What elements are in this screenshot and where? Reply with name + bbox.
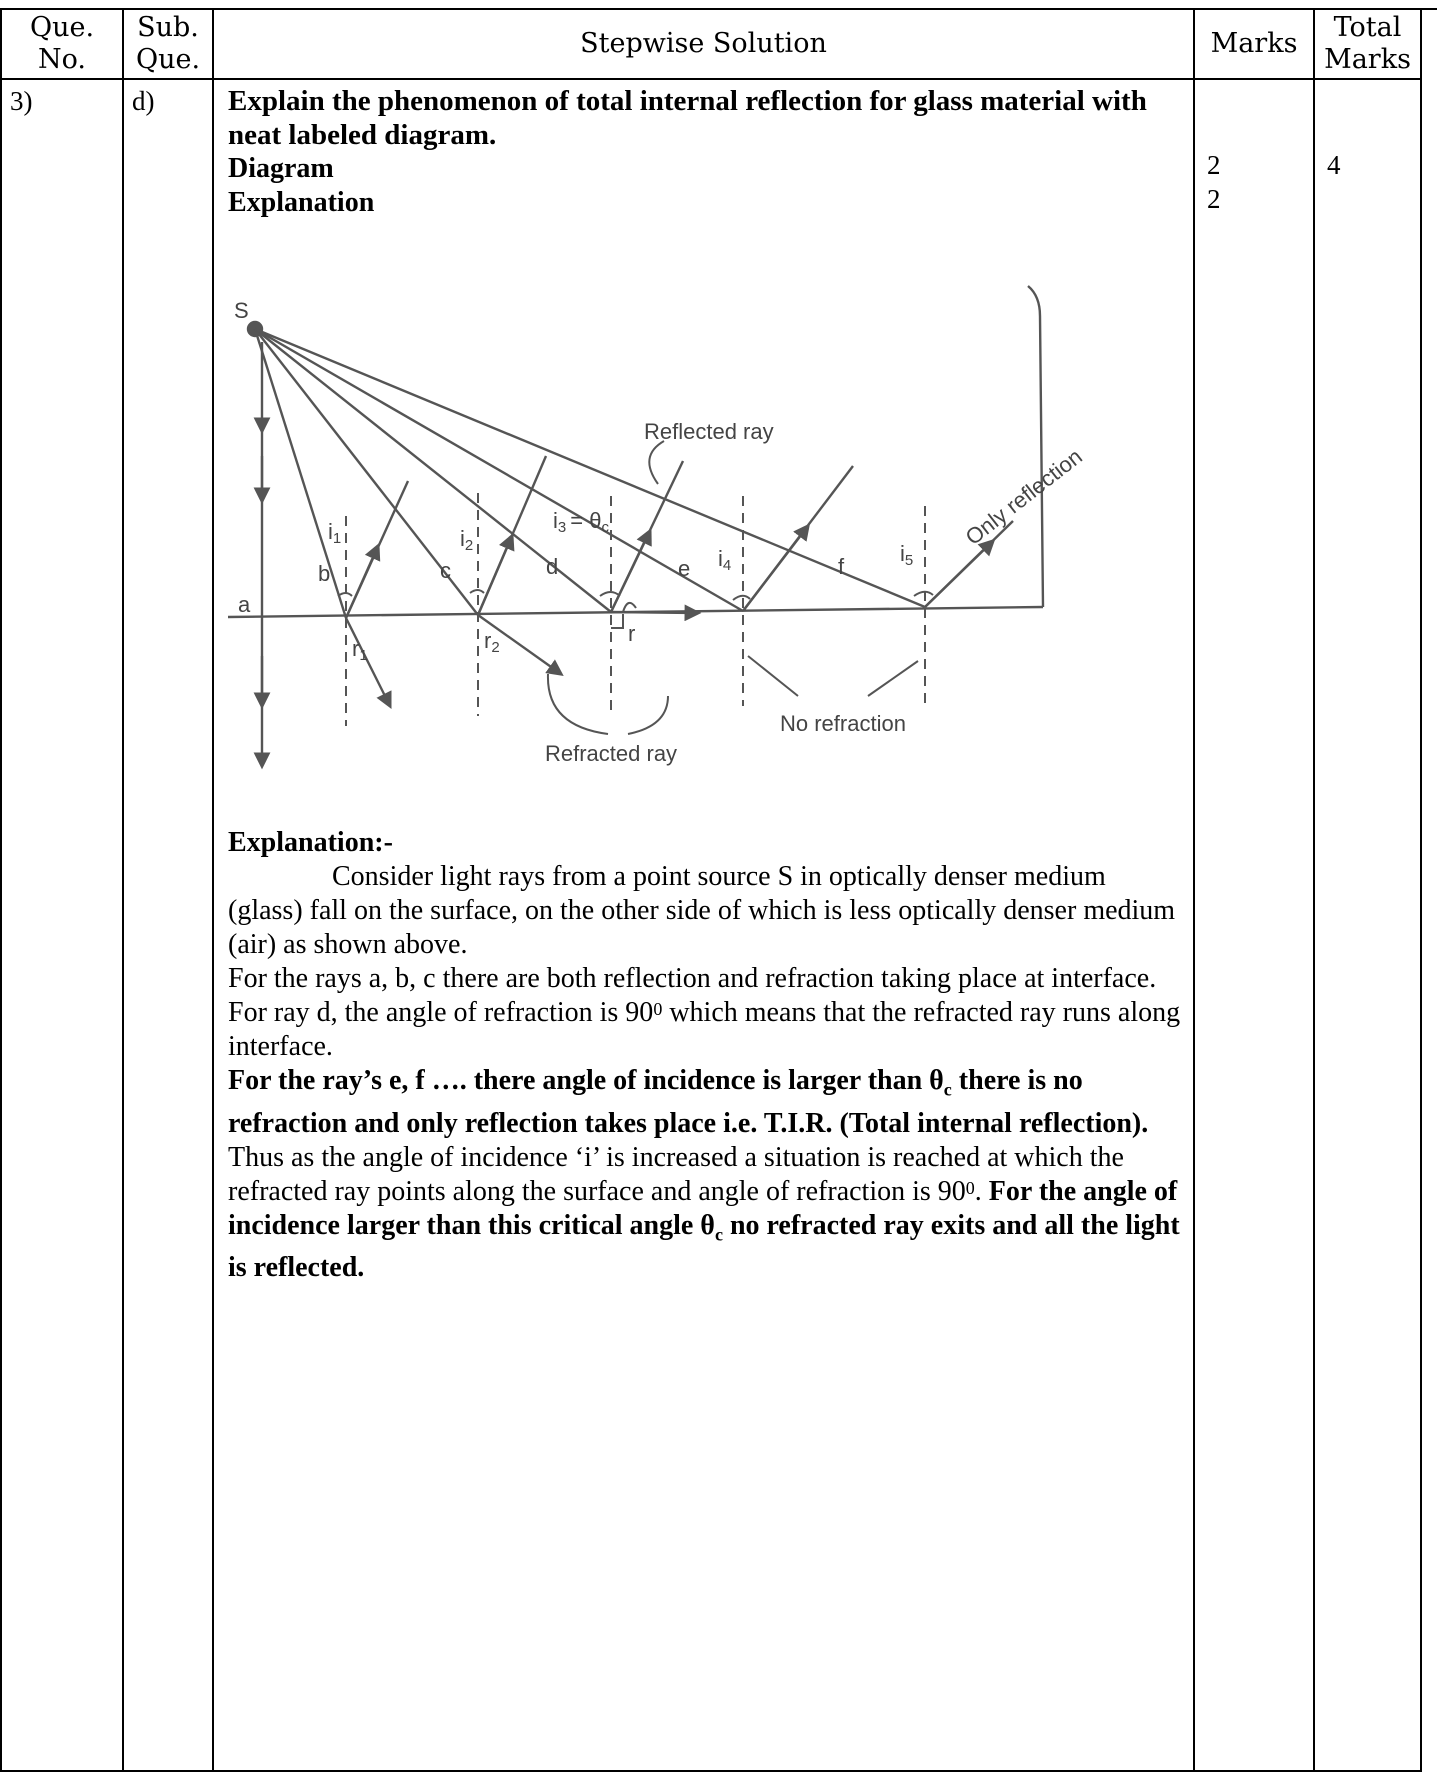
total-marks-cell: 4 xyxy=(1313,78,1422,1772)
label-i4: i4 xyxy=(718,546,731,574)
angle-arc-2 xyxy=(469,589,485,594)
sub-que-cell: d) xyxy=(122,78,214,1772)
angle-arc-1 xyxy=(337,592,353,597)
label-e: e xyxy=(678,556,690,581)
que-no-cell: 3) xyxy=(0,78,124,1772)
reflect-1-arrow xyxy=(344,542,381,619)
angle-arc-5 xyxy=(913,590,934,597)
ray-b xyxy=(253,328,348,619)
label-refracted-ray: Refracted ray xyxy=(545,741,677,766)
total-marks-value: 4 xyxy=(1327,150,1341,180)
reflected-bracket xyxy=(648,440,665,485)
refract-3 xyxy=(610,604,702,622)
tir-diagram: S a b c d e f i1 i2 i3= θc i4 i5 r1 r2 r… xyxy=(228,285,1087,770)
step-diagram-label: Diagram xyxy=(228,153,334,184)
question-text: Explain the phenomenon of total internal… xyxy=(228,85,1147,151)
label-s: S xyxy=(234,298,249,323)
ray-e xyxy=(254,327,744,613)
label-reflected-ray: Reflected ray xyxy=(644,419,774,444)
table-row: 3) d) Explain the phenomenon of total in… xyxy=(0,78,1422,1772)
ray-c xyxy=(254,328,479,616)
refract-2 xyxy=(477,614,564,676)
ray-d xyxy=(254,328,612,613)
explanation-p5: Thus as the angle of incidence ‘i’ is in… xyxy=(228,1141,1180,1284)
refracted-bracket xyxy=(546,673,669,735)
boundary-line xyxy=(1027,285,1045,608)
marks-diagram: 2 xyxy=(1207,150,1221,180)
reflect-3-arrow xyxy=(609,527,652,613)
angle-arc-r xyxy=(622,601,637,613)
label-r: r xyxy=(628,621,635,646)
label-b: b xyxy=(318,561,330,586)
right-angle-mark xyxy=(611,614,624,629)
marks-cell: 2 2 xyxy=(1193,78,1315,1772)
label-r2: r2 xyxy=(484,628,500,656)
label-f: f xyxy=(838,554,845,579)
label-i5: i5 xyxy=(900,541,913,569)
header-sub-que: Sub. Que. xyxy=(122,8,214,80)
label-d: d xyxy=(546,554,558,579)
header-solution: Stepwise Solution xyxy=(212,8,1195,80)
label-no-refraction: No refraction xyxy=(780,711,906,736)
explanation-p4: For the ray’s e, f …. there angle of inc… xyxy=(228,1065,1149,1139)
angle-arc-3 xyxy=(599,591,621,597)
explanation-block: Explanation:- Consider light rays from a… xyxy=(228,826,1181,1285)
ray-f xyxy=(254,327,926,609)
label-i3: i3= θc xyxy=(553,508,609,536)
solution-cell: Explain the phenomenon of total internal… xyxy=(212,78,1195,1772)
label-i1: i1 xyxy=(328,519,341,547)
label-i2: i2 xyxy=(460,526,473,554)
table-header-row: Que. No. Sub. Que. Stepwise Solution Mar… xyxy=(0,8,1422,80)
reflect-5-arrow xyxy=(924,538,996,608)
reflect-2-arrow xyxy=(476,532,515,616)
explanation-p2: For the rays a, b, c there are both refl… xyxy=(228,963,1157,994)
marks-explanation: 2 xyxy=(1207,184,1221,214)
refract-1 xyxy=(344,617,392,710)
header-que-no: Que. No. xyxy=(0,8,124,80)
header-marks: Marks xyxy=(1193,8,1315,80)
answer-table: Que. No. Sub. Que. Stepwise Solution Mar… xyxy=(0,8,1422,1772)
label-c: c xyxy=(440,558,451,583)
explanation-p1: Consider light rays from a point source … xyxy=(228,861,1176,960)
reflect-4-arrow xyxy=(742,523,811,612)
angle-arc-4 xyxy=(732,594,751,601)
explanation-p3: For ray d, the angle of refraction is 90… xyxy=(228,997,1181,1062)
label-a: a xyxy=(238,592,251,617)
step-explanation-label: Explanation xyxy=(228,187,375,218)
no-refraction-bracket xyxy=(747,655,919,697)
label-only-reflection: Only reflection xyxy=(961,444,1087,550)
label-r1: r1 xyxy=(352,636,368,664)
header-total-marks: Total Marks xyxy=(1313,8,1422,80)
explanation-heading: Explanation:- xyxy=(228,827,393,858)
